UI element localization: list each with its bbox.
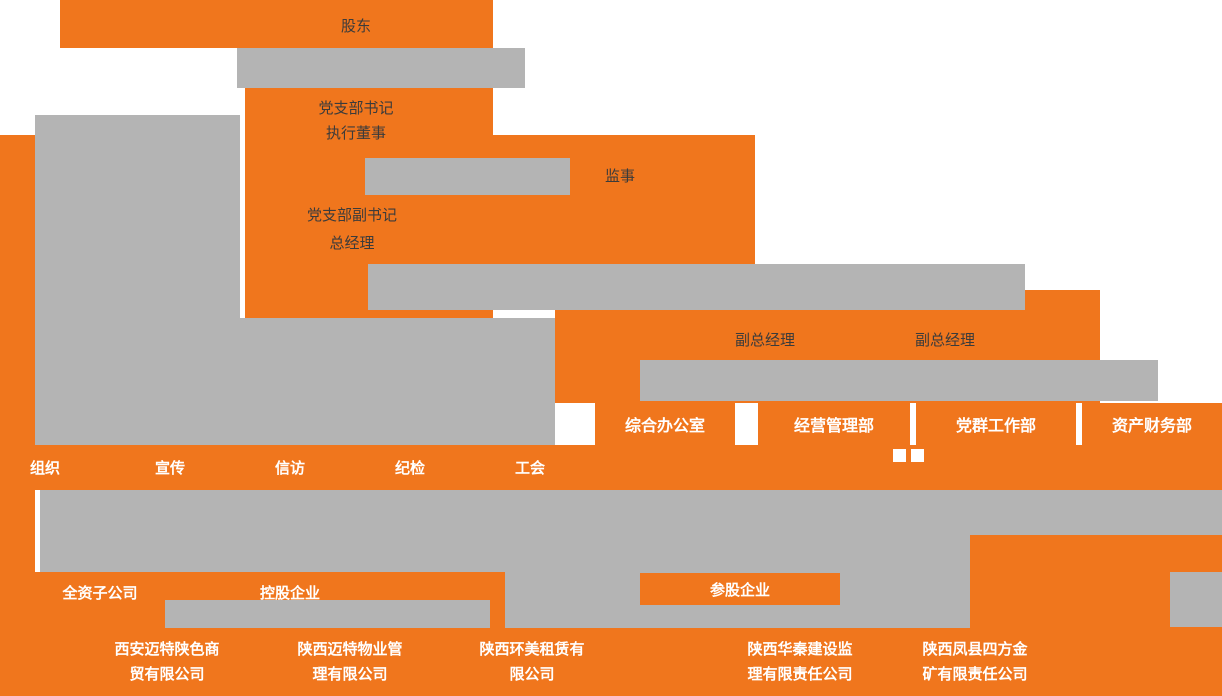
supervisor-label: 监事 bbox=[604, 167, 635, 185]
dept-label-operations: 经营管理部 bbox=[793, 416, 874, 435]
white-gap-2 bbox=[911, 449, 924, 462]
company-4-line1: 陕西华秦建设监 bbox=[747, 640, 853, 658]
gray-placeholder-3 bbox=[368, 264, 1025, 310]
right-mid-block bbox=[970, 535, 1222, 575]
company-5: 陕西凤县四方金 矿有限责任公司 bbox=[890, 637, 1060, 687]
company-1-line1: 西安迈特陕色商 bbox=[114, 640, 220, 658]
dept-label-asset-finance: 资产财务部 bbox=[1111, 416, 1192, 435]
dept-box-operations: 经营管理部 bbox=[758, 403, 910, 445]
company-4: 陕西华秦建设监 理有限责任公司 bbox=[715, 637, 885, 687]
function-label-propaganda: 宣传 bbox=[154, 459, 185, 477]
holding-label: 控股企业 bbox=[259, 584, 320, 602]
dept-label-general-office: 综合办公室 bbox=[624, 416, 705, 435]
functions-strip bbox=[0, 445, 1222, 490]
company-2-line1: 陕西迈特物业管 bbox=[297, 640, 403, 658]
shareholder-block bbox=[60, 0, 493, 48]
gray-placeholder-2 bbox=[365, 158, 570, 195]
dept-box-general-office: 综合办公室 bbox=[595, 403, 735, 445]
function-label-union: 工会 bbox=[514, 459, 545, 477]
company-2: 陕西迈特物业管 理有限公司 bbox=[265, 637, 435, 687]
function-label-organization: 组织 bbox=[29, 459, 60, 477]
gray-placeholder-4 bbox=[640, 360, 1158, 401]
company-3-line1: 陕西环美租赁有 bbox=[479, 640, 585, 658]
company-5-line1: 陕西凤县四方金 bbox=[922, 640, 1028, 658]
wholly-owned-label: 全资子公司 bbox=[62, 584, 138, 602]
gray-placeholder-bottom-left bbox=[165, 600, 490, 628]
company-3: 陕西环美租赁有 限公司 bbox=[447, 637, 617, 687]
party-secretary-label: 党支部书记 bbox=[318, 99, 394, 117]
executive-director-label: 执行董事 bbox=[325, 124, 386, 142]
dept-box-asset-finance: 资产财务部 bbox=[1082, 403, 1222, 445]
dept-label-party-mass: 党群工作部 bbox=[955, 416, 1036, 435]
company-5-line2: 矿有限责任公司 bbox=[922, 665, 1028, 683]
gray-placeholder-left-top bbox=[35, 115, 240, 318]
general-manager-label: 总经理 bbox=[329, 234, 375, 252]
company-3-line2: 限公司 bbox=[509, 665, 555, 683]
company-4-line2: 理有限责任公司 bbox=[747, 665, 853, 683]
gray-placeholder-1 bbox=[237, 48, 525, 88]
function-label-discipline: 纪检 bbox=[394, 459, 425, 477]
dept-box-party-mass: 党群工作部 bbox=[916, 403, 1076, 445]
function-label-petition: 信访 bbox=[274, 459, 305, 477]
left-rail bbox=[0, 135, 35, 575]
gray-placeholder-mid-full bbox=[40, 490, 1222, 535]
deputy-party-secretary-label: 党支部副书记 bbox=[306, 206, 397, 224]
participating-label: 参股企业 bbox=[709, 580, 770, 599]
supervisor-block bbox=[493, 135, 755, 264]
deputy-gm-right-label: 副总经理 bbox=[914, 331, 975, 349]
shareholder-label: 股东 bbox=[340, 17, 371, 35]
deputy-gm-left-label: 副总经理 bbox=[734, 331, 795, 349]
company-1-line2: 贸有限公司 bbox=[129, 665, 205, 683]
participating-box: 参股企业 bbox=[640, 573, 840, 605]
white-gap-1 bbox=[893, 449, 906, 462]
gray-placeholder-corner bbox=[1170, 572, 1222, 627]
company-1: 西安迈特陕色商 贸有限公司 bbox=[82, 637, 252, 687]
gray-placeholder-mid-left bbox=[40, 535, 970, 572]
gray-placeholder-left-wide bbox=[35, 318, 555, 445]
company-2-line2: 理有限公司 bbox=[312, 665, 388, 683]
